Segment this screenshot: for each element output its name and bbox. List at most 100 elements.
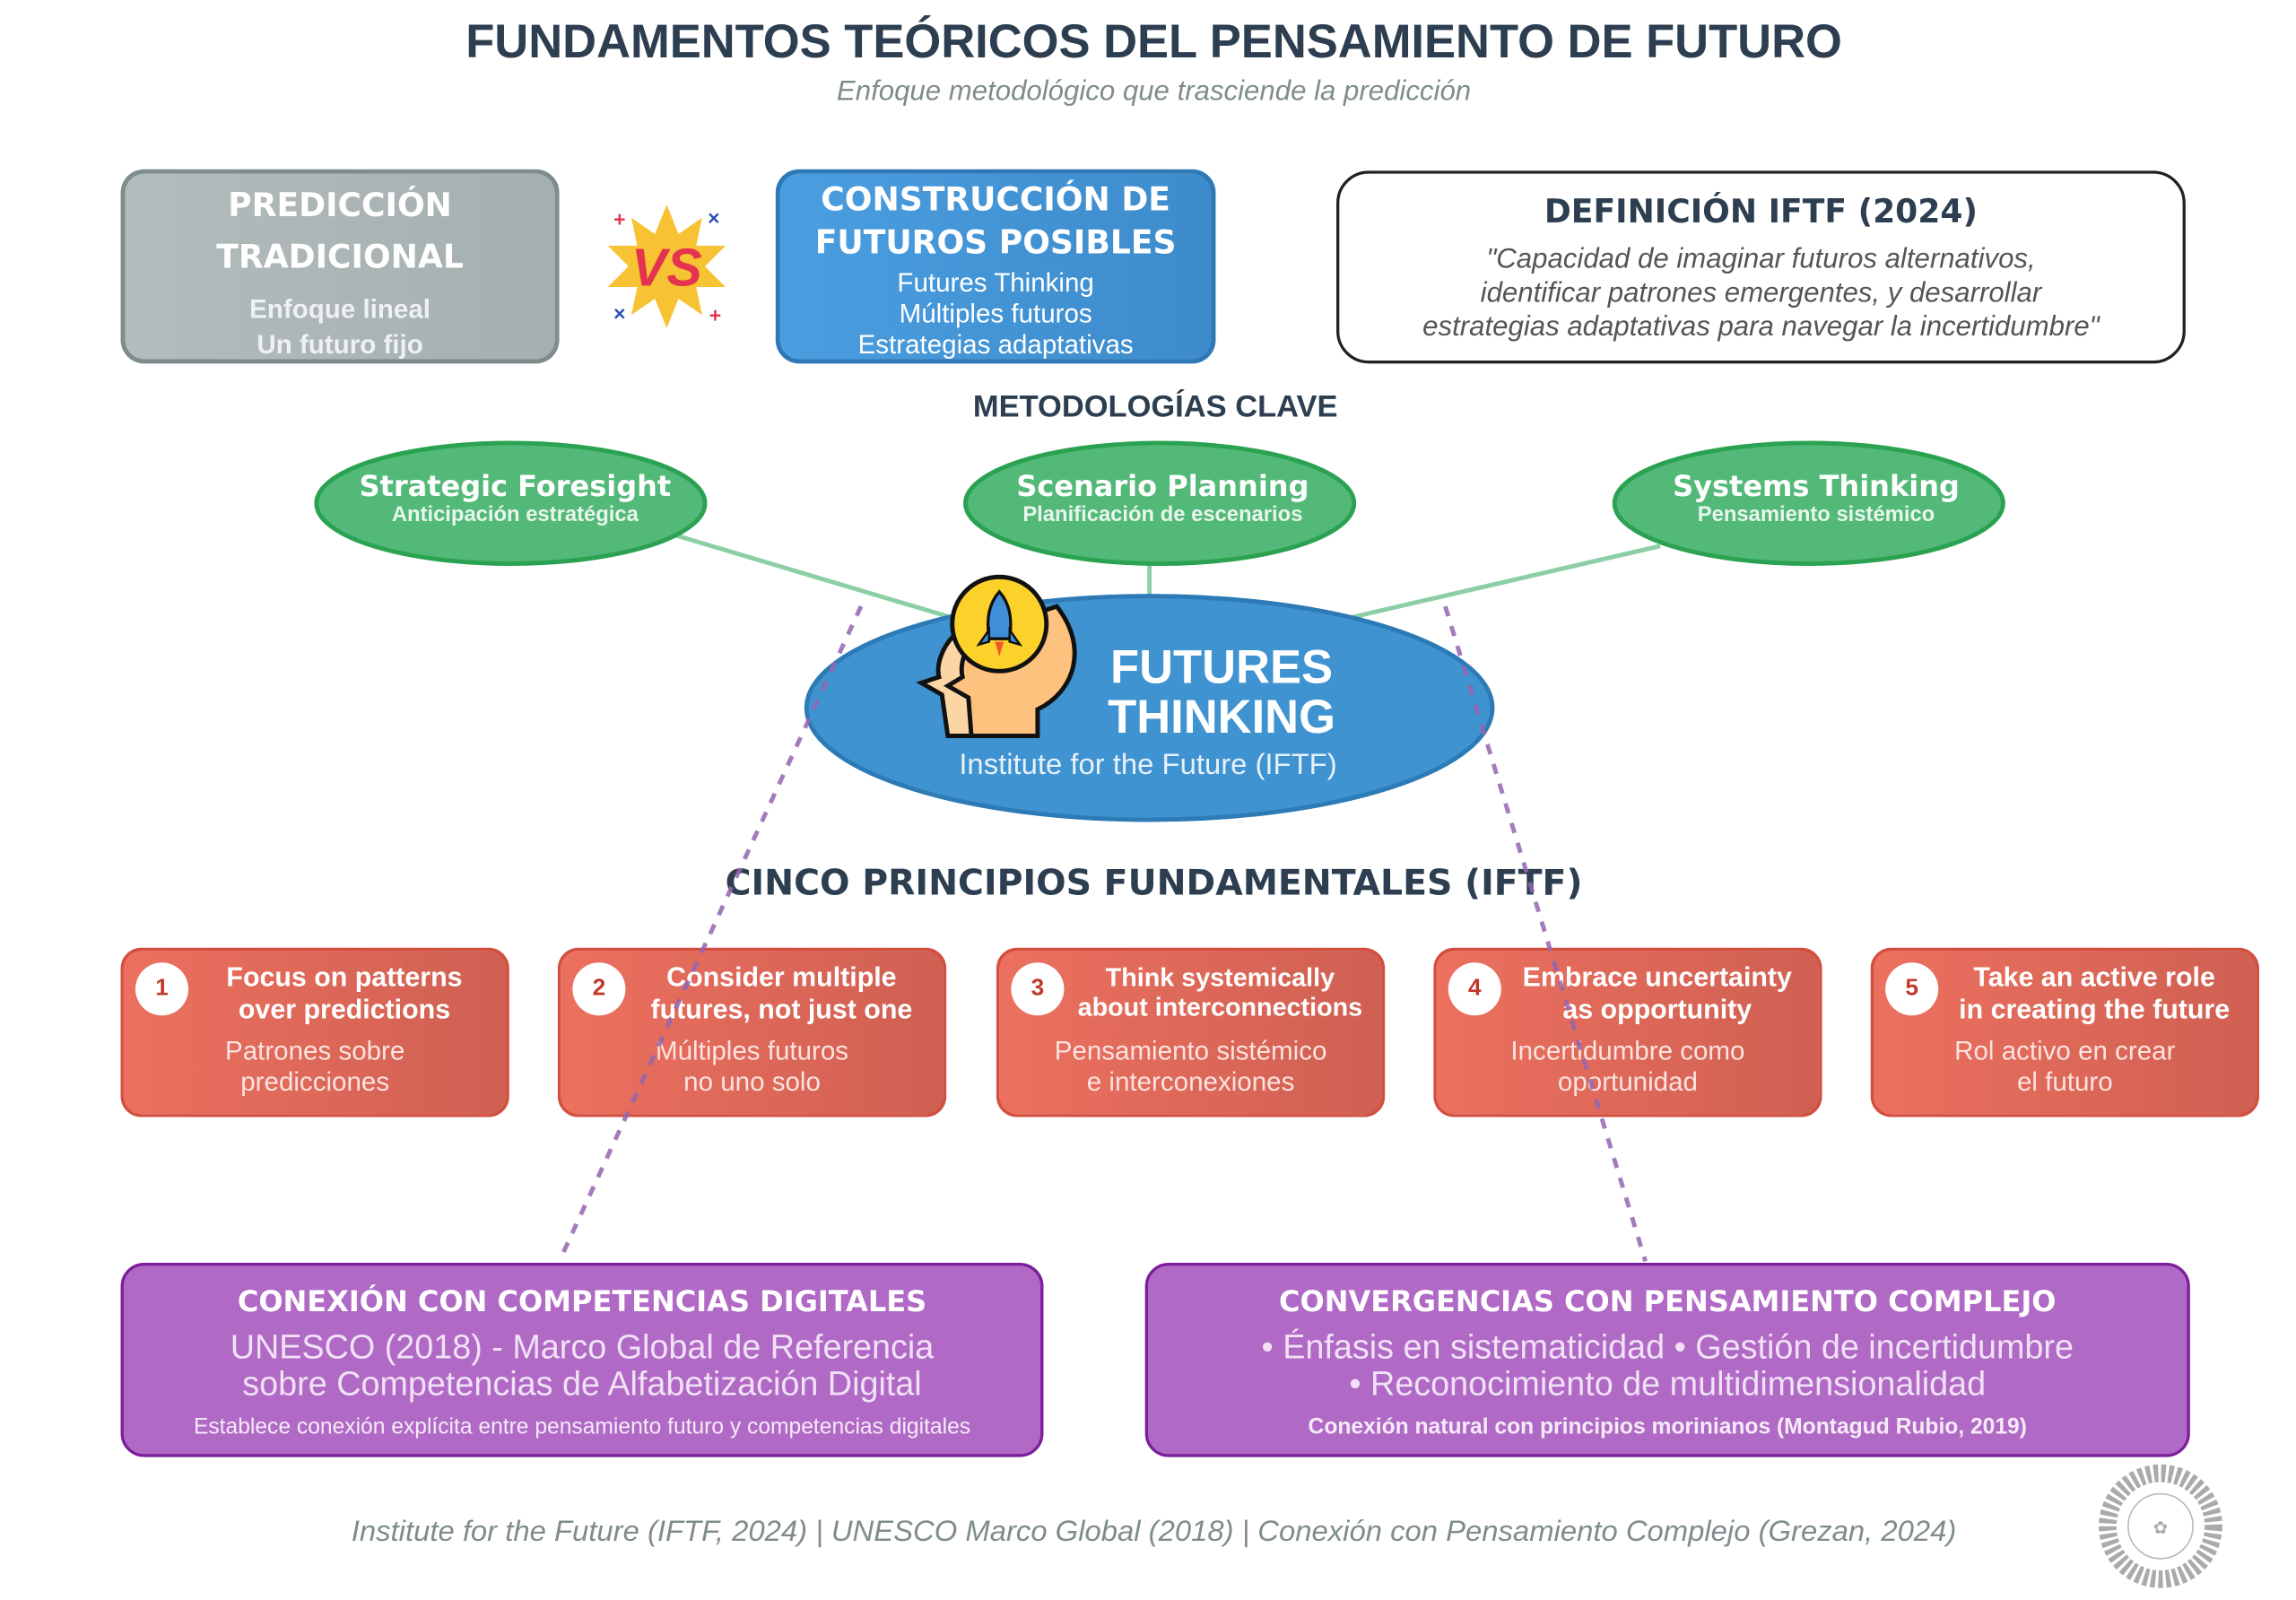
digital-title: CONEXIÓN CON COMPETENCIAS DIGITALES — [237, 1284, 927, 1319]
digital-main-line: UNESCO (2018) - Marco Global de Referenc… — [230, 1327, 935, 1366]
method-ellipse-3 — [1612, 440, 2005, 566]
definition-quote-line: identificar patrones emergentes, y desar… — [1480, 278, 2042, 309]
definition-quote-line: estrategias adaptativas para navegar la … — [1422, 311, 2100, 343]
possible-line: Futures Thinking — [897, 267, 1094, 298]
complex-thinking-box: CONVERGENCIAS CON PENSAMIENTO COMPLEJO •… — [1144, 1262, 2190, 1457]
svg-text:×: × — [613, 302, 625, 326]
traditional-line: Un futuro fijo — [257, 329, 423, 360]
digital-main: UNESCO (2018) - Marco Global de Referenc… — [124, 1327, 1040, 1403]
principle-number: 2 — [572, 962, 626, 1016]
methodology-title: Systems Thinking — [1673, 469, 1960, 504]
method-ellipse-2 — [963, 440, 1357, 566]
principle-title-line: futures, not just one — [650, 993, 913, 1025]
page-subtitle: Enfoque metodológico que trasciende la p… — [836, 76, 1472, 108]
principles-heading: CINCO PRINCIPIOS FUNDAMENTALES (IFTF) — [725, 862, 1583, 904]
principle-title-line: Embrace uncertainty — [1522, 961, 1792, 993]
center-subtitle: Institute for the Future (IFTF) — [959, 749, 1337, 782]
digital-competencies-box: CONEXIÓN CON COMPETENCIAS DIGITALES UNES… — [120, 1262, 1044, 1457]
principle-number: 3 — [1011, 962, 1065, 1016]
methodology-scenario-planning: Scenario Planning Planificación de escen… — [967, 469, 1359, 527]
head-rocket-icon — [916, 574, 1077, 738]
principle-number: 1 — [135, 962, 189, 1016]
svg-text:VS: VS — [631, 238, 702, 297]
definition-title: DEFINICIÓN IFTF (2024) — [1544, 194, 1979, 231]
center-title: FUTURES THINKING — [1060, 641, 1384, 742]
principle-title-line: Think systemically — [1105, 962, 1335, 993]
svg-text:✿: ✿ — [2153, 1518, 2169, 1538]
principle-title-line: Consider multiple — [666, 961, 897, 993]
method-ellipse-1 — [314, 440, 708, 566]
principle-number: 4 — [1448, 962, 1501, 1016]
methodology-title: Scenario Planning — [1016, 469, 1309, 504]
traditional-title-1: PREDICCIÓN — [228, 188, 452, 226]
possible-title-2: FUTUROS POSIBLES — [814, 225, 1177, 263]
principle-sub-line: e interconexiones — [1086, 1066, 1295, 1097]
center-title-1: FUTURES — [1110, 639, 1334, 693]
complex-main-line: • Reconocimiento de multidimensionalidad — [1349, 1364, 1987, 1403]
possible-line: Estrategias adaptativas — [857, 329, 1134, 360]
digital-main-line: sobre Competencias de Alfabetización Dig… — [242, 1364, 922, 1403]
seal-logo: ✿ — [2099, 1464, 2222, 1588]
connector-strategic-foresight — [676, 533, 955, 621]
footer-citation: Institute for the Future (IFTF, 2024) | … — [351, 1516, 1957, 1549]
principle-title-line: over predictions — [238, 993, 451, 1025]
possible-title-1: CONSTRUCCIÓN DE — [821, 182, 1170, 220]
principle-sub-line: Pensamiento sistémico — [1054, 1036, 1327, 1066]
possible-futures-box: CONSTRUCCIÓN DE FUTUROS POSIBLES Futures… — [775, 169, 1216, 364]
principle-sub-line: no uno solo — [683, 1066, 821, 1097]
iftf-definition-box: DEFINICIÓN IFTF (2024) "Capacidad de ima… — [1336, 170, 2186, 364]
methodology-subtitle: Anticipación estratégica — [391, 503, 639, 527]
traditional-title-2: TRADICIONAL — [216, 239, 464, 277]
methodology-systems-thinking: Systems Thinking Pensamiento sistémico — [1621, 469, 2013, 527]
principle-sub-line: Rol activo en crear — [1954, 1036, 2176, 1066]
complex-title: CONVERGENCIAS CON PENSAMIENTO COMPLEJO — [1279, 1284, 2057, 1319]
complex-main: • Énfasis en sistematicidad • Gestión de… — [1148, 1327, 2187, 1403]
center-title-2: THINKING — [1108, 690, 1335, 743]
possible-line: Múltiples futuros — [899, 299, 1092, 328]
methodologies-heading: METODOLOGÍAS CLAVE — [972, 389, 1338, 424]
traditional-prediction-box: PREDICCIÓN TRADICIONAL Enfoque lineal Un… — [120, 169, 560, 364]
principle-sub-line: predicciones — [240, 1066, 390, 1097]
digital-note: Establece conexión explícita entre pensa… — [193, 1414, 971, 1439]
svg-text:+: + — [613, 208, 625, 231]
principle-title-line: about interconnections — [1077, 992, 1363, 1022]
methodology-title: Strategic Foresight — [359, 469, 672, 504]
principle-number: 5 — [1885, 962, 1939, 1016]
svg-text:×: × — [708, 206, 719, 230]
complex-main-line: • Énfasis en sistematicidad • Gestión de… — [1261, 1327, 2074, 1366]
complex-note: Conexión natural con principios morinian… — [1308, 1414, 2027, 1439]
principle-title-line: as opportunity — [1562, 993, 1752, 1025]
page-title: FUNDAMENTOS TEÓRICOS DEL PENSAMIENTO DE … — [465, 14, 1842, 68]
methodology-subtitle: Planificación de escenarios — [1022, 503, 1303, 527]
traditional-line: Enfoque lineal — [249, 294, 430, 325]
principle-sub-line: Incertidumbre como — [1510, 1036, 1745, 1066]
principle-sub-line: Patrones sobre — [224, 1036, 405, 1066]
principle-sub-line: oportunidad — [1557, 1066, 1698, 1097]
vs-badge-icon: VS + × × + — [607, 204, 726, 328]
connector-systems-thinking — [1347, 543, 1661, 621]
principle-sub-line: el futuro — [2016, 1066, 2113, 1097]
definition-quote-line: "Capacidad de imaginar futuros alternati… — [1486, 244, 2036, 275]
svg-text:+: + — [709, 303, 721, 326]
methodology-strategic-foresight: Strategic Foresight Anticipación estraté… — [319, 469, 711, 527]
principle-title-line: in creating the future — [1959, 993, 2231, 1025]
methodology-subtitle: Pensamiento sistémico — [1697, 503, 1935, 527]
principle-sub-line: Múltiples futuros — [656, 1036, 849, 1066]
principle-title-line: Take an active role — [1973, 961, 2215, 993]
